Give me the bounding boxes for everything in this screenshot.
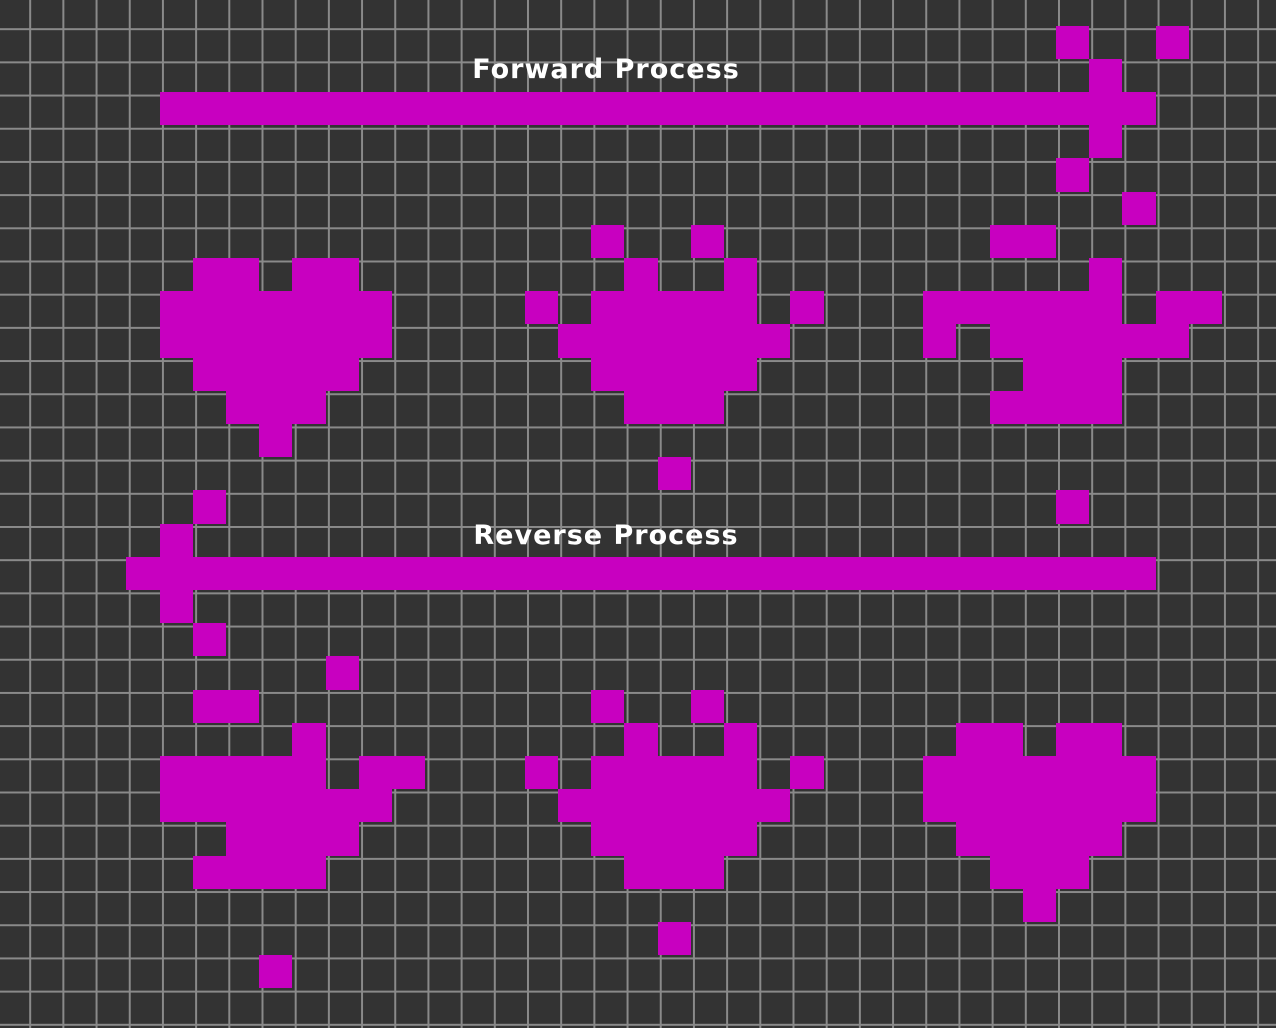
pixel-cell: [1056, 723, 1122, 756]
reverse-process-label: Reverse Process: [473, 520, 739, 551]
pixel-cell: [591, 358, 757, 391]
pixel-cell: [292, 258, 359, 291]
pixel-cell: [160, 756, 193, 822]
pixel-cell: [193, 756, 326, 789]
pixel-cell: [990, 324, 1189, 358]
pixel-cell: [591, 756, 757, 789]
pixel-cell: [923, 756, 1156, 822]
pixel-cell: [1156, 291, 1222, 324]
pixel-cell: [990, 856, 1089, 889]
pixel-cell: [193, 789, 392, 822]
pixel-cell: [525, 291, 558, 324]
pixel-cell: [558, 789, 790, 822]
pixel-cell: [292, 723, 326, 756]
pixel-cell: [990, 225, 1056, 258]
pixel-cell: [1122, 92, 1156, 125]
pixel-cell: [193, 490, 226, 524]
pixel-cell: [724, 258, 757, 291]
forward-process-label: Forward Process: [472, 54, 740, 85]
pixel-cell: [226, 391, 326, 424]
pixel-cell: [160, 92, 1156, 125]
pixel-cell: [1089, 59, 1122, 158]
pixel-cell: [1089, 258, 1122, 291]
pixel-cell: [1056, 158, 1089, 192]
pixel-cell: [126, 557, 1156, 590]
pixel-cell: [658, 457, 691, 490]
pixel-cell: [591, 291, 757, 324]
pixel-cell: [1122, 192, 1156, 225]
pixel-cell: [1056, 490, 1089, 524]
pixel-cell: [956, 723, 1023, 756]
pixel-cell: [193, 358, 359, 391]
pixel-cell: [1023, 889, 1056, 922]
pixel-cell: [591, 822, 757, 856]
pixel-cell: [956, 822, 1122, 856]
pixel-cell: [923, 291, 956, 358]
pixel-cell: [259, 955, 292, 988]
pixel-cell: [1156, 26, 1189, 59]
pixel-cell: [956, 291, 1122, 324]
pixel-cell: [591, 225, 624, 258]
pixel-cell: [525, 756, 558, 789]
pixel-cell: [691, 690, 724, 723]
pixel-cell: [658, 922, 691, 955]
pixel-cell: [193, 258, 259, 291]
pixel-cell: [193, 623, 226, 656]
pixel-cell: [624, 391, 724, 424]
pixel-cell: [259, 424, 292, 457]
pixel-cell: [724, 723, 757, 756]
pixel-cell: [990, 391, 1122, 424]
pixel-cell: [1056, 26, 1089, 59]
pixel-cell: [359, 756, 425, 789]
pixel-cell: [226, 822, 359, 856]
pixel-cell: [624, 258, 658, 291]
pixel-cell: [624, 723, 658, 756]
pixel-cell: [160, 524, 193, 623]
pixel-cell: [1023, 358, 1122, 391]
pixel-cell: [160, 291, 392, 358]
pixel-cell: [591, 690, 624, 723]
pixel-cell: [790, 291, 824, 324]
pixel-cell: [558, 324, 790, 358]
pixel-cell: [326, 656, 359, 690]
pixel-cell: [691, 225, 724, 258]
pixel-cell: [790, 756, 824, 789]
pixel-cell: [624, 856, 724, 889]
pixel-cell: [193, 690, 259, 723]
pixel-cell: [193, 856, 326, 889]
